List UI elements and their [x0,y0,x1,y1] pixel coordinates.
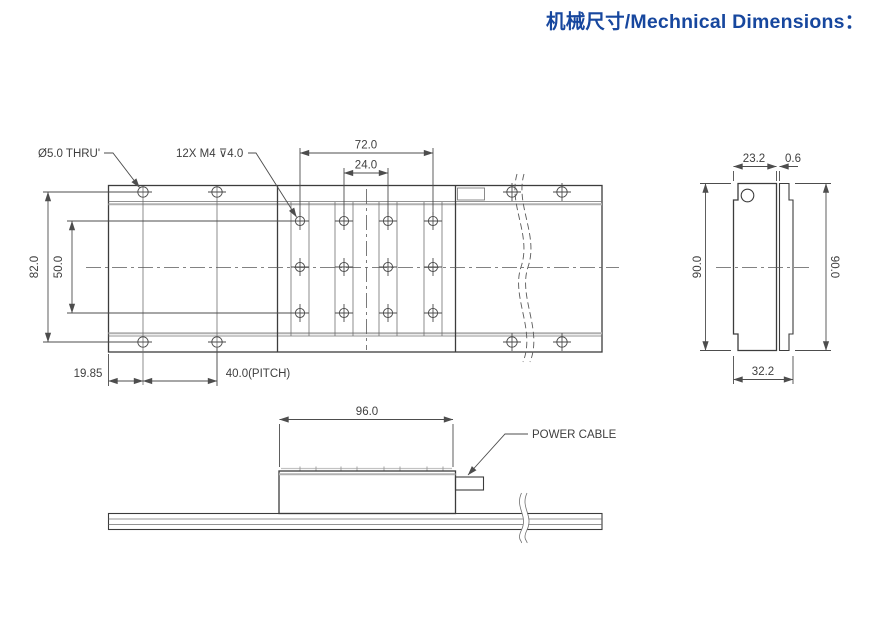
break-lines [514,173,535,363]
dim-0-6-label: 0.6 [785,153,801,165]
dim-90-left: 90.0 [692,183,731,351]
dim-0-6: 0.6 [779,153,801,181]
rail-break-line [519,492,524,544]
side-view: 23.2 0.6 90.0 90.0 [692,153,840,384]
side-body [732,182,778,352]
dim-40-pitch: 40.0(PITCH) [142,348,291,386]
dim-82-label: 82.0 [29,256,41,278]
carriage-outline [276,185,485,352]
bottom-view: 96.0 POWER CABLE [107,406,617,545]
dim-24-label: 24.0 [355,160,377,172]
dim-90-right-label: 90.0 [828,256,840,278]
side-magnet-plate [778,182,794,352]
tapped-hole-col-4 [424,212,442,322]
rail-mounting-holes [134,183,571,385]
dim-23-2: 23.2 [733,153,777,181]
rail-break-line [524,492,530,544]
rail-outline [107,184,603,353]
callout-tapped-label: 12X M4 ⊽4.0 [176,148,243,160]
dim-96-label: 96.0 [356,406,378,418]
power-connector [454,476,485,491]
dim-32-2: 32.2 [733,356,794,384]
dim-19-85: 19.85 [74,354,144,386]
cable-exit-block [457,187,485,201]
page-title: 机械尺寸/Mechnical Dimensions： [546,11,865,33]
dim-96: 96.0 [279,406,454,467]
callout-power-cable: POWER CABLE [467,429,617,476]
tapped-hole-col-3 [379,212,397,322]
dim-72: 72.0 [299,140,434,215]
power-cable-label: POWER CABLE [532,429,617,441]
dim-32-2-label: 32.2 [752,366,774,378]
callout-tapped-hole: 12X M4 ⊽4.0 [176,148,297,218]
dim-90-right: 90.0 [795,183,840,351]
tapped-hole-col-1 [291,212,309,322]
tapped-hole-col-2 [335,212,353,322]
callout-thru-label: Ø5.0 THRU' [38,148,100,160]
dim-50: 50.0 [53,220,307,314]
dim-40-pitch-label: 40.0(PITCH) [226,368,291,380]
top-view: 72.0 24.0 82.0 50.0 [29,140,619,386]
dim-82: 82.0 [29,191,150,343]
side-hole [740,188,755,203]
bottom-carriage [278,466,485,515]
dim-90-left-label: 90.0 [692,256,704,278]
dim-50-label: 50.0 [53,256,65,278]
dim-19-85-label: 19.85 [74,368,103,380]
callout-thru-hole: Ø5.0 THRU' [38,148,140,188]
dim-72-label: 72.0 [355,140,377,152]
dim-24: 24.0 [343,160,389,214]
bottom-rail [107,491,603,545]
dim-23-2-label: 23.2 [743,153,765,165]
